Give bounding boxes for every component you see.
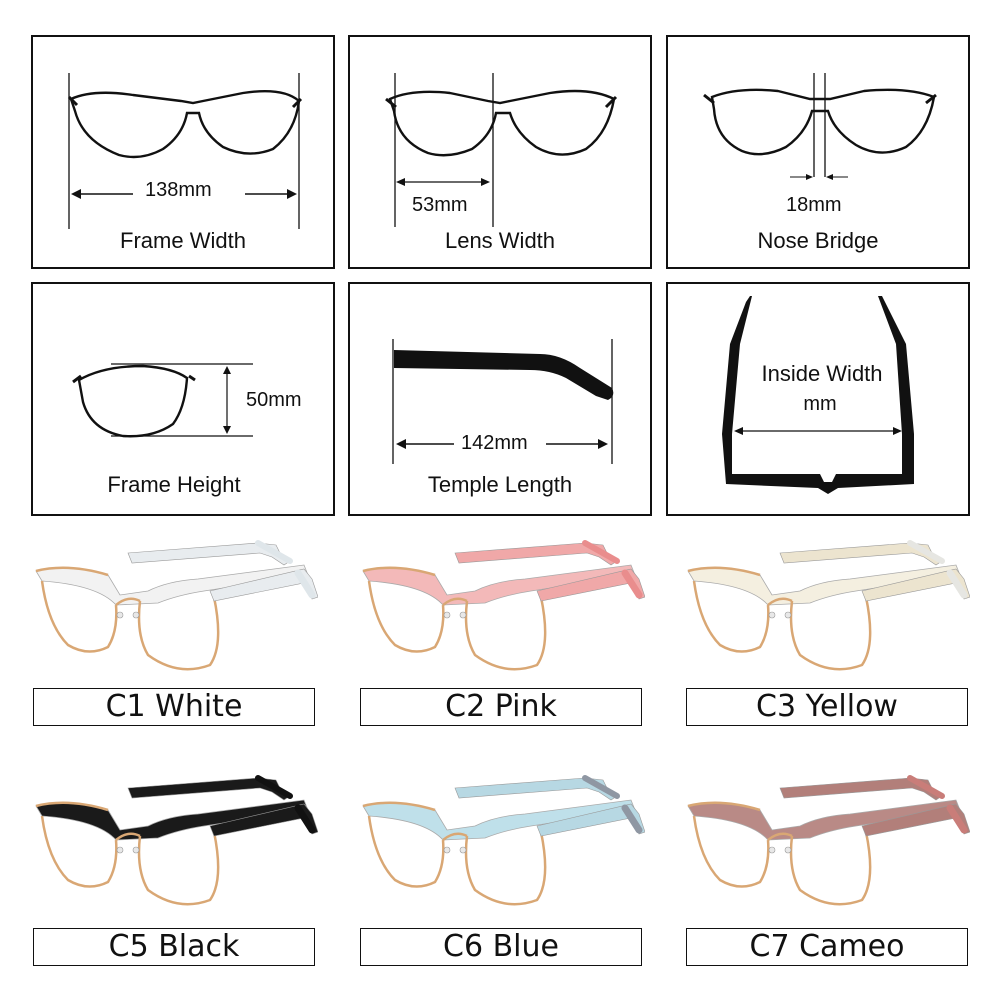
color-label-c2: C2 Pink bbox=[360, 688, 642, 726]
color-label-c6: C6 Blue bbox=[360, 928, 642, 966]
frame-width-value: 138mm bbox=[145, 179, 212, 201]
inside-width-label: Inside Width bbox=[761, 361, 883, 386]
nose-bridge-label: Nose Bridge bbox=[757, 228, 879, 253]
inside-width-diagram bbox=[722, 296, 914, 494]
color-label-c1: C1 White bbox=[33, 688, 315, 726]
lens-width-label: Lens Width bbox=[444, 228, 556, 253]
nose-bridge-diagram bbox=[703, 73, 937, 180]
frame-width-label: Frame Width bbox=[120, 228, 246, 253]
nose-bridge-panel: 18mm Nose Bridge bbox=[666, 35, 970, 269]
lens-width-value: 53mm bbox=[412, 194, 468, 216]
lens-width-diagram bbox=[385, 73, 618, 227]
temple-length-diagram bbox=[392, 339, 614, 464]
nose-bridge-value: 18mm bbox=[786, 194, 842, 216]
glasses-image-c2-pink bbox=[362, 540, 645, 671]
frame-height-label: Frame Height bbox=[107, 472, 241, 497]
color-label-c5: C5 Black bbox=[33, 928, 315, 966]
inside-width-value: mm bbox=[803, 393, 837, 415]
frame-width-diagram bbox=[67, 73, 303, 229]
glasses-image-c5-black bbox=[35, 775, 318, 906]
color-label-c7: C7 Cameo bbox=[686, 928, 968, 966]
lens-width-panel: 53mm Lens Width bbox=[348, 35, 652, 269]
color-label-c3: C3 Yellow bbox=[686, 688, 968, 726]
glasses-image-c7-cameo bbox=[687, 775, 970, 906]
temple-length-value: 142mm bbox=[461, 432, 528, 454]
frame-height-value: 50mm bbox=[246, 389, 302, 411]
inside-width-panel: Inside Width mm bbox=[666, 282, 970, 516]
temple-length-panel: 142mm Temple Length bbox=[348, 282, 652, 516]
glasses-image-c1-white bbox=[35, 540, 318, 671]
frame-height-diagram bbox=[72, 363, 253, 438]
glasses-image-c6-blue bbox=[362, 775, 645, 906]
frame-height-panel: 50mm Frame Height bbox=[31, 282, 335, 516]
glasses-image-c3-yellow bbox=[687, 540, 970, 671]
frame-width-panel: 138mm Frame Width bbox=[31, 35, 335, 269]
temple-length-label: Temple Length bbox=[427, 472, 573, 497]
